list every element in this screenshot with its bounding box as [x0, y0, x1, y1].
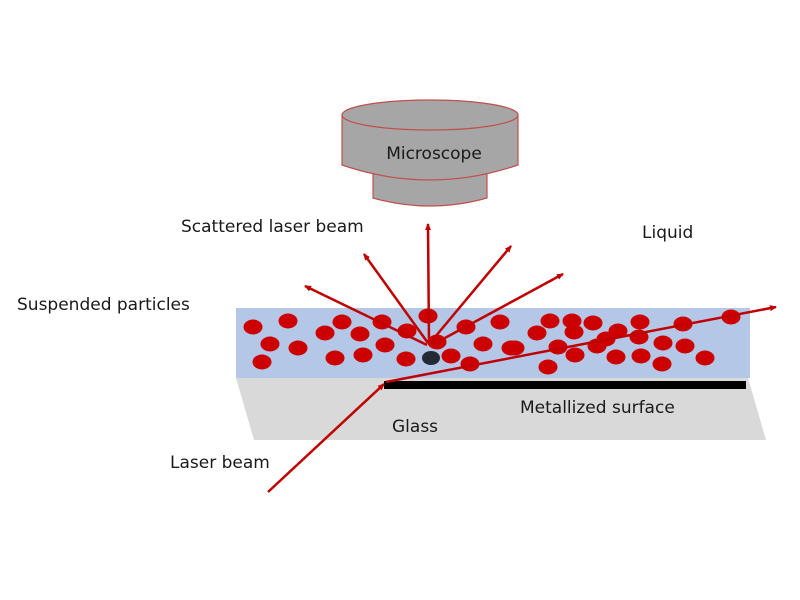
suspended-particles-label: Suspended particles: [17, 295, 190, 315]
scattered-ray: [431, 272, 564, 347]
suspended-particle: [490, 314, 510, 330]
suspended-particle: [675, 338, 695, 354]
reflected-laser-beam: [385, 305, 777, 384]
suspended-particle: [695, 350, 715, 366]
scattered-ray: [429, 245, 512, 344]
scattered-rays: [304, 223, 564, 347]
suspended-particle: [252, 354, 272, 370]
microscope: Microscope: [341, 99, 519, 207]
suspended-particle: [721, 309, 741, 325]
suspended-particle: [396, 351, 416, 367]
liquid-label: Liquid: [642, 223, 693, 243]
scattered-ray: [425, 223, 432, 343]
suspended-particle: [350, 326, 370, 342]
suspended-particle: [564, 324, 584, 340]
suspended-particle: [278, 313, 298, 329]
microscope-label: Microscope: [386, 144, 482, 164]
suspended-particle: [353, 347, 373, 363]
suspended-particle: [630, 314, 650, 330]
laser-beam-label: Laser beam: [170, 453, 270, 473]
metallized-surface-label: Metallized surface: [520, 398, 675, 418]
suspended-particle: [243, 319, 263, 335]
suspended-particle: [441, 348, 461, 364]
suspended-particle: [375, 337, 395, 353]
suspended-particle: [505, 340, 525, 356]
scattered-ray: [304, 284, 428, 347]
suspended-particle: [538, 359, 558, 375]
suspended-particle: [606, 349, 626, 365]
suspended-particle: [653, 335, 673, 351]
microscope-top: [341, 99, 519, 131]
suspended-particle: [332, 314, 352, 330]
suspended-particle: [260, 336, 280, 352]
glass-slab: [236, 378, 766, 440]
suspended-particle: [631, 348, 651, 364]
microscope-lower-body: [372, 170, 488, 207]
suspended-particle: [473, 336, 493, 352]
suspended-particle: [652, 356, 672, 372]
suspended-particle: [315, 325, 335, 341]
microscope-upper-body: [341, 114, 519, 181]
scattered-beam-label: Scattered laser beam: [181, 217, 364, 237]
glass-label: Glass: [392, 417, 438, 437]
incident-laser-beam: [267, 383, 385, 493]
target-particle: [422, 351, 440, 365]
suspended-particle: [288, 340, 308, 356]
suspended-particle: [397, 323, 417, 339]
scattered-ray: [362, 253, 430, 344]
metallized-surface: [384, 381, 746, 389]
suspended-particle: [562, 313, 582, 329]
suspended-particle: [565, 347, 585, 363]
suspended-particle: [325, 350, 345, 366]
suspended-particle: [527, 325, 547, 341]
suspended-particle: [540, 313, 560, 329]
suspended-particle: [583, 315, 603, 331]
